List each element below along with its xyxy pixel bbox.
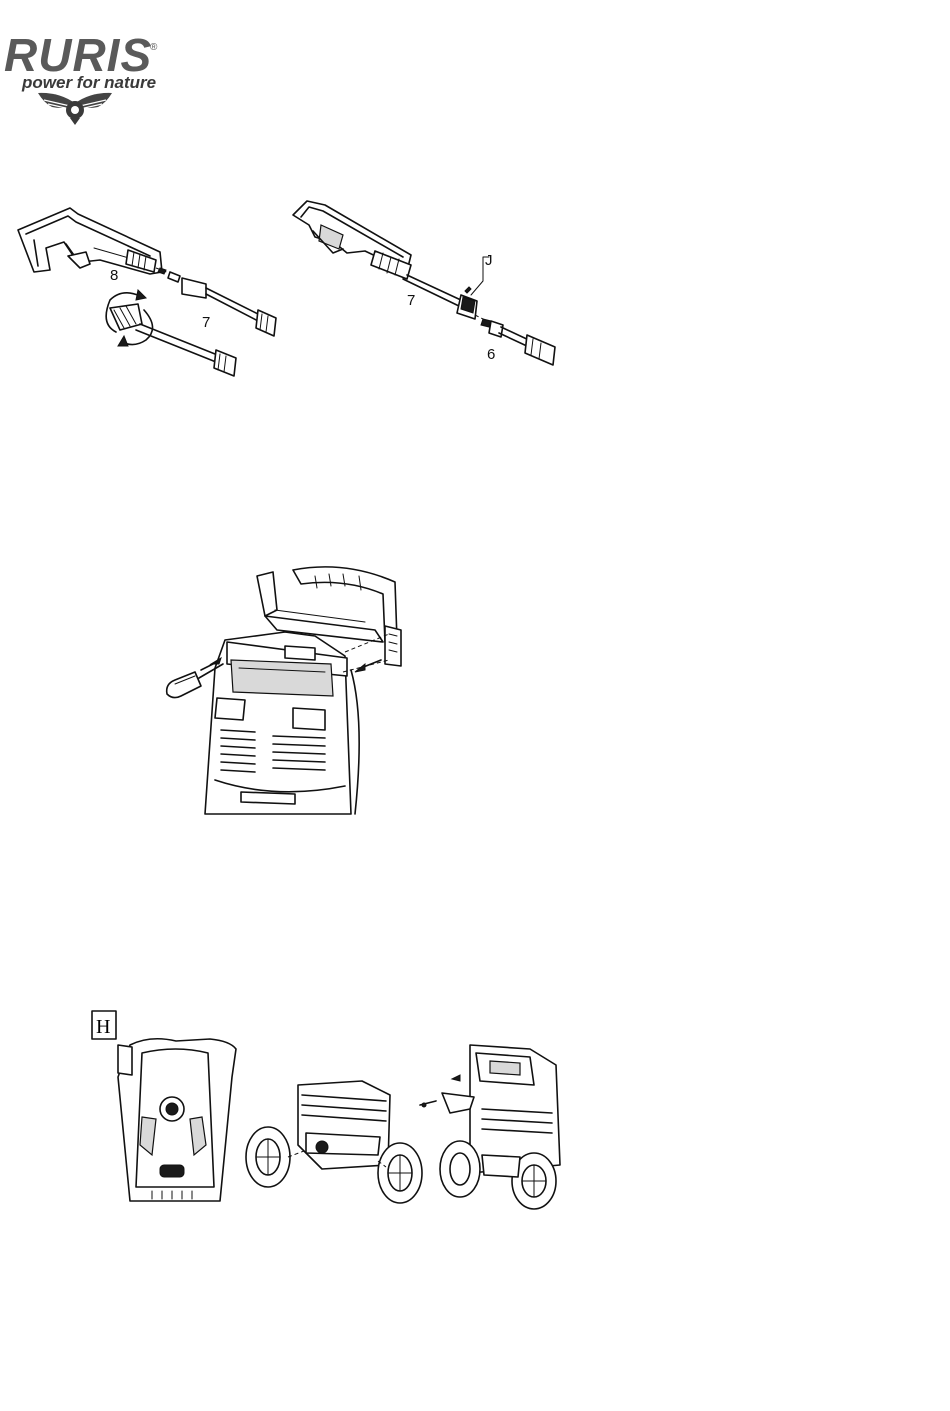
handle-mounting-illustration [165,560,425,815]
spray-gun-drawing [18,208,162,274]
logo-registered-mark: ® [150,42,158,53]
figure-wheel-assembly: H [90,1005,570,1210]
ruris-logo-graphic: RURIS ® power for nature [0,30,170,125]
corner-mark: H [92,1011,116,1039]
eagle-wings-icon [38,93,112,125]
quick-coupler-drawing [457,295,477,319]
corner-mark-letter: H [96,1016,110,1038]
machine-assembled-drawing [420,1045,560,1209]
machine-front-drawing [118,1039,236,1201]
power-switch-icon [160,1165,184,1177]
spray-gun-top-drawing [293,201,411,279]
base-exploded-drawing [246,1081,422,1203]
figure-handle-mounting [165,560,425,815]
callout-7: 7 [202,314,210,331]
callout-6: 6 [487,346,495,363]
wheel-left-icon [246,1127,290,1187]
nozzle-lance-drawing [489,321,555,365]
gun-lance-illustration: 8 7 [10,200,285,380]
wheel-assembled-left-icon [440,1141,480,1197]
lance-drawing [168,272,276,336]
figure-nozzle-assembly: J 7 6 [285,195,565,385]
callout-8: 8 [110,267,118,284]
machine-top-drawing [205,632,359,814]
callout-7b: 7 [407,292,415,309]
brand-logo: RURIS ® power for nature [0,30,170,125]
screw-icon [422,1103,426,1107]
logo-tagline: power for nature [21,73,156,92]
figure-gun-lance-assembly: 8 7 [10,200,285,380]
callout-j: J [485,252,493,269]
lance-rotate-drawing [106,290,236,376]
wheel-assembly-illustration: H [90,1005,570,1210]
wheel-right-icon [378,1143,422,1203]
nozzle-assembly-illustration: J 7 6 [285,195,565,385]
